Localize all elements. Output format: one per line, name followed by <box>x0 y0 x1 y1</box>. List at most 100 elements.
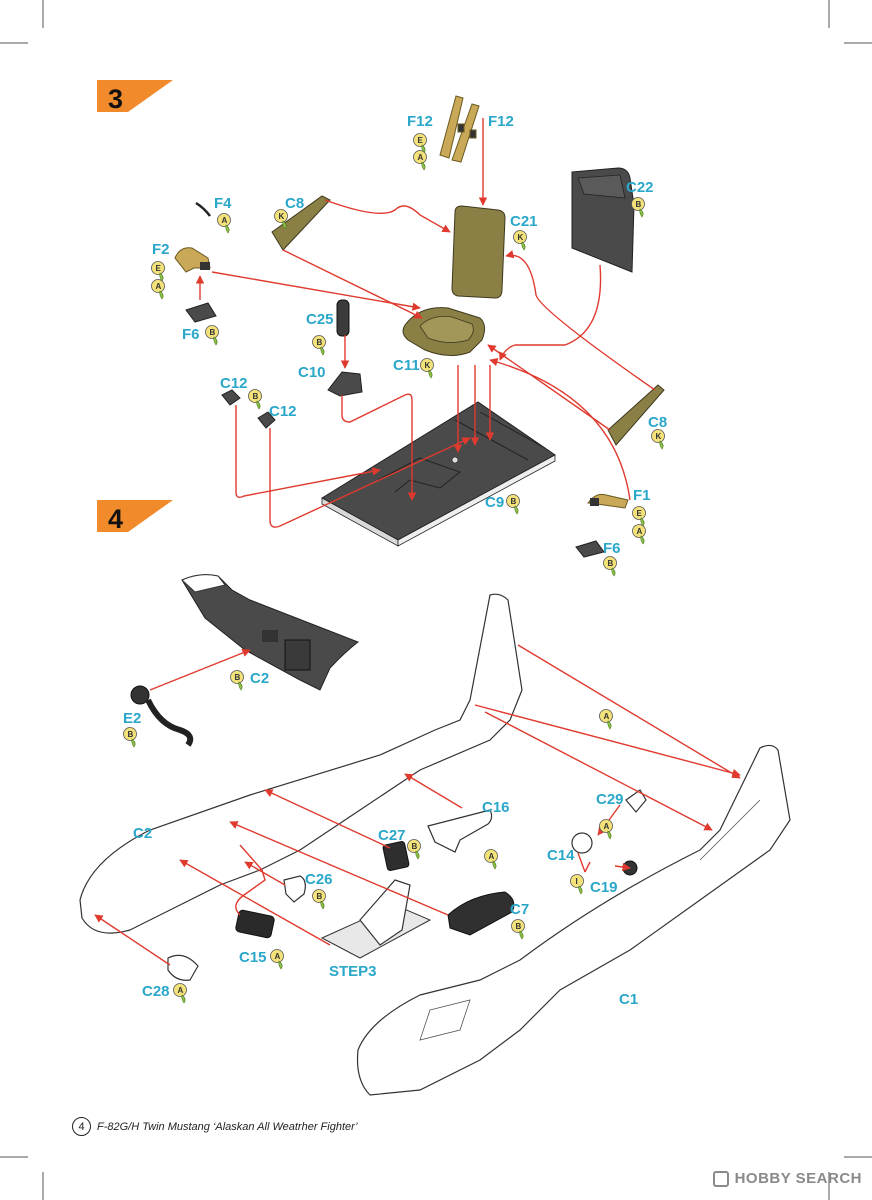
badge-b: B <box>248 389 262 410</box>
part-c11-seat-pan <box>402 307 486 356</box>
svg-text:A: A <box>637 527 643 536</box>
svg-text:B: B <box>412 842 418 851</box>
svg-text:B: B <box>253 392 259 401</box>
badge-b: B <box>603 556 617 577</box>
svg-text:A: A <box>178 986 184 995</box>
svg-text:I: I <box>576 877 578 886</box>
badge-b: B <box>511 919 525 940</box>
label-c10: C10 <box>298 364 326 381</box>
badge-a: A <box>599 709 613 730</box>
label-c16: C16 <box>482 799 510 816</box>
badge-a: A <box>413 150 427 171</box>
label-c2-a: C2 <box>250 670 269 687</box>
part-c27 <box>382 841 410 871</box>
badge-b: B <box>312 889 326 910</box>
part-c12-b <box>257 411 276 429</box>
part-f6-pad-a <box>185 302 217 323</box>
badge-b: B <box>230 670 244 691</box>
label-f2: F2 <box>152 241 170 258</box>
page-footer: 4 F-82G/H Twin Mustang ‘Alaskan All Weat… <box>72 1117 358 1136</box>
label-c14: C14 <box>547 847 575 864</box>
svg-text:E: E <box>156 264 162 273</box>
part-c16 <box>427 809 493 853</box>
watermark: HOBBY SEARCH <box>712 1170 862 1187</box>
part-c14 <box>571 832 593 854</box>
label-c22: C22 <box>626 179 654 196</box>
svg-text:E: E <box>418 136 424 145</box>
label-c29: C29 <box>596 791 624 808</box>
label-c8-top: C8 <box>285 195 304 212</box>
svg-text:A: A <box>222 216 228 225</box>
label-f12-right: F12 <box>488 113 514 130</box>
part-f1-belt <box>587 493 629 509</box>
step-3-banner: 3 <box>97 80 173 114</box>
svg-text:A: A <box>604 822 610 831</box>
part-f4-lever <box>195 201 211 217</box>
svg-text:A: A <box>604 712 610 721</box>
badge-e: E <box>413 133 427 154</box>
label-c11: C11 <box>393 357 420 374</box>
svg-text:K: K <box>279 212 285 221</box>
part-f2-belt <box>174 247 211 273</box>
svg-text:A: A <box>489 852 495 861</box>
label-c28: C28 <box>142 983 170 1000</box>
label-f6-b: F6 <box>603 540 621 557</box>
step-3-number: 3 <box>108 84 123 114</box>
label-c1: C1 <box>619 991 638 1008</box>
part-c7 <box>447 891 515 936</box>
part-c22-armor-plate <box>571 167 635 273</box>
svg-text:A: A <box>275 952 281 961</box>
part-c29 <box>625 789 647 813</box>
label-c12-b: C12 <box>269 403 297 420</box>
badge-b: B <box>407 839 421 860</box>
footer-caption: F-82G/H Twin Mustang ‘Alaskan All Weatrh… <box>97 1120 358 1133</box>
step-4-number: 4 <box>108 504 123 534</box>
badge-k: K <box>420 358 434 379</box>
label-c25: C25 <box>306 311 334 328</box>
svg-text:B: B <box>128 730 134 739</box>
label-c9: C9 <box>485 494 504 511</box>
arrow-e2 <box>149 648 251 691</box>
svg-text:B: B <box>511 497 517 506</box>
part-f12-belts <box>439 95 480 163</box>
label-c26: C26 <box>305 871 333 888</box>
badge-b: B <box>631 197 645 218</box>
label-f6-a: F6 <box>182 326 200 343</box>
label-c15: C15 <box>239 949 267 966</box>
part-c21-seat-back <box>451 205 506 299</box>
badge-a: A <box>632 524 646 545</box>
step-4-banner: 4 <box>97 500 173 534</box>
badge-a: A <box>173 983 187 1004</box>
labels: F12 F12 F4 F2 F6 C8 C21 C22 C25 C10 C11 … <box>123 113 667 1008</box>
svg-text:K: K <box>656 432 662 441</box>
svg-text:B: B <box>636 200 642 209</box>
label-c27: C27 <box>378 827 406 844</box>
label-c21: C21 <box>510 213 538 230</box>
label-f4: F4 <box>214 195 232 212</box>
page-number: 4 <box>72 1117 91 1136</box>
badge-a: A <box>270 949 284 970</box>
badge-i: I <box>570 874 584 895</box>
part-c25-stick <box>336 299 350 337</box>
part-c26 <box>283 875 306 903</box>
svg-text:B: B <box>210 328 216 337</box>
svg-text:K: K <box>518 233 524 242</box>
badge-a: A <box>217 213 231 234</box>
svg-text:B: B <box>317 338 323 347</box>
part-c1-fuselage <box>79 593 791 1096</box>
badge-k: K <box>651 429 665 450</box>
label-f1: F1 <box>633 487 651 504</box>
svg-text:A: A <box>418 153 424 162</box>
badge-k: K <box>513 230 527 251</box>
part-c9-floor <box>321 401 556 547</box>
part-c8-top <box>271 195 331 251</box>
step-3-arrows <box>195 118 656 528</box>
color-badges: E A A E A B K K B B K B K B E A B B B A … <box>123 133 665 1004</box>
svg-text:E: E <box>637 509 643 518</box>
svg-text:B: B <box>608 559 614 568</box>
badge-a: A <box>151 279 165 300</box>
badge-e: E <box>151 261 165 282</box>
svg-text:K: K <box>425 361 431 370</box>
